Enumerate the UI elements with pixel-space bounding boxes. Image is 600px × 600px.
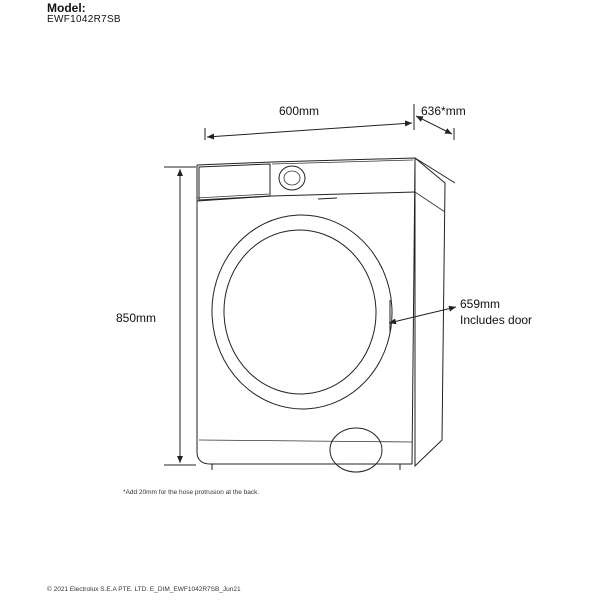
door-depth-dimension-line (388, 305, 457, 325)
door-depth-note: Includes door (460, 313, 533, 327)
depth-dimension-label: 636*mm (421, 104, 466, 118)
door-depth-label: 659mm Includes door (460, 296, 532, 328)
copyright-notice: © 2021 Electrolux S.E.A PTE. LTD. E_DIM_… (47, 586, 241, 593)
hose-footnote: *Add 20mm for the hose protrusion at the… (123, 489, 260, 496)
model-number: EWF1042R7SB (47, 14, 121, 25)
height-dimension-label: 850mm (116, 311, 157, 325)
width-dimension-label: 600mm (279, 104, 320, 118)
width-dimension-line (204, 118, 415, 140)
machine-body (196, 157, 456, 473)
depth-dimension-line (413, 104, 455, 140)
model-label: Model: (47, 1, 86, 15)
height-dimension-line (164, 166, 196, 466)
door-depth-value: 659mm (460, 297, 501, 311)
